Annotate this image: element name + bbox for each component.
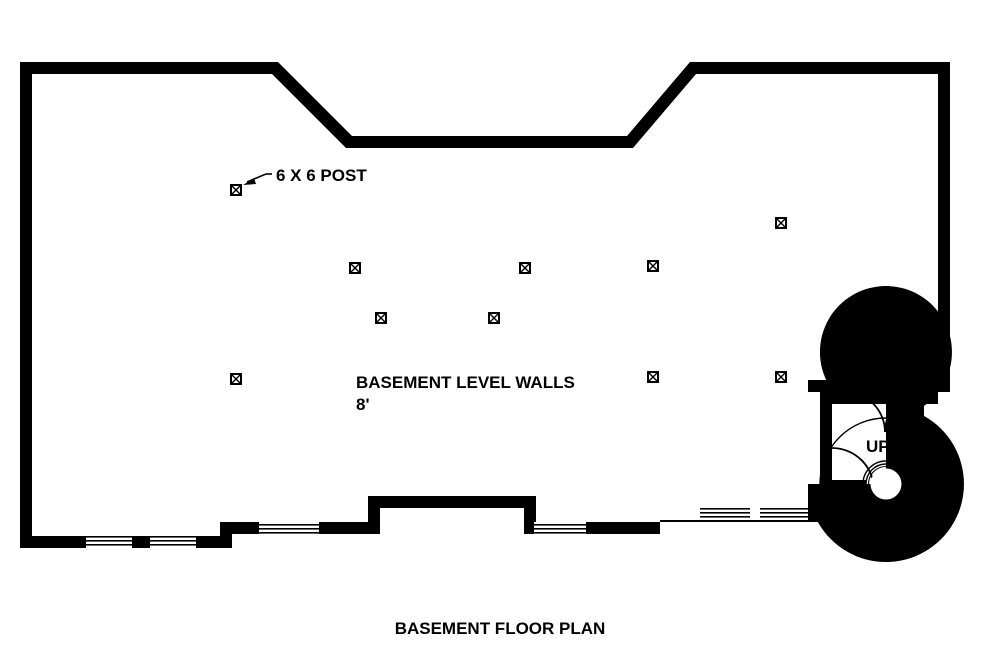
post-symbol	[230, 184, 242, 196]
post-symbol	[519, 262, 531, 274]
post-symbol	[775, 217, 787, 229]
plan-title: BASEMENT FLOOR PLAN	[395, 619, 606, 638]
leader-arrow-head	[243, 178, 256, 185]
post-symbol	[775, 371, 787, 383]
door-swings	[831, 375, 926, 491]
post-symbol	[647, 260, 659, 272]
window-opening	[700, 508, 750, 520]
stair-newel-core	[870, 468, 902, 500]
window-opening	[86, 534, 132, 548]
post-callout-leader	[243, 173, 272, 185]
post-symbol	[230, 373, 242, 385]
stair-newel-inner	[867, 465, 905, 503]
foundation-window-openings	[86, 508, 808, 548]
post-symbols	[230, 184, 787, 385]
post-symbol	[375, 312, 387, 324]
post-symbol	[349, 262, 361, 274]
stair-stringer	[882, 506, 890, 552]
room-label-line1: BASEMENT LEVEL WALLS	[356, 373, 575, 392]
stair-up-label: UP	[866, 437, 890, 456]
window-opening	[150, 534, 196, 548]
post-symbol	[488, 312, 500, 324]
stair-up-arrow-head	[921, 477, 936, 487]
window-opening	[259, 522, 319, 534]
stair-bay-top-wall	[820, 392, 938, 404]
room-label-line2: 8'	[356, 395, 370, 414]
window-opening	[760, 508, 808, 520]
post-callout-label: 6 X 6 POST	[276, 166, 367, 185]
stair-bay-bottom-wall	[808, 510, 888, 522]
stair-bay-left-wall	[820, 392, 832, 492]
stair-lower-arrow-head	[873, 530, 882, 543]
door-swing-left-leaf	[844, 391, 886, 433]
spiral-stair	[819, 417, 953, 552]
door-swing-right-leaf	[884, 391, 926, 433]
window-opening	[534, 522, 586, 534]
stair-landing-rail	[820, 480, 866, 488]
post-symbol	[647, 371, 659, 383]
